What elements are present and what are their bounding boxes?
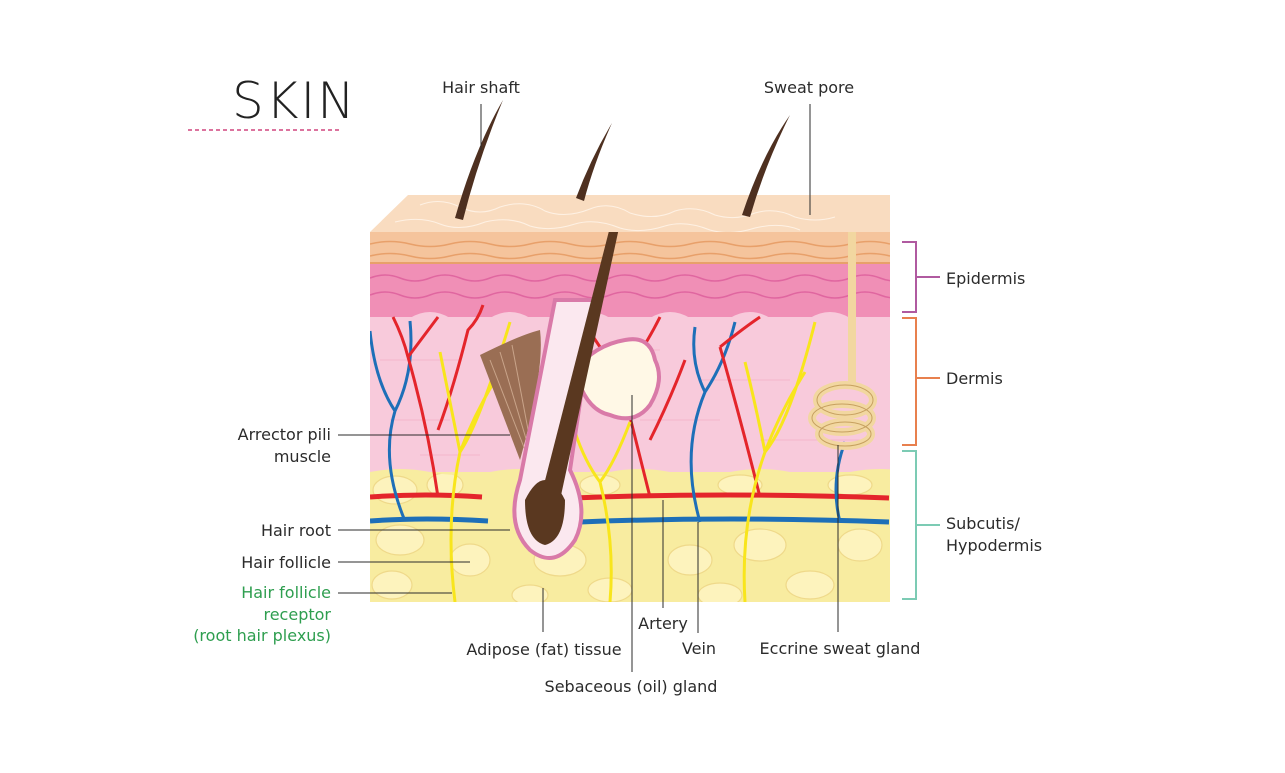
label-eccrine: Eccrine sweat gland xyxy=(760,639,921,658)
label-sebaceous: Sebaceous (oil) gland xyxy=(545,677,718,696)
label-receptor-2: receptor xyxy=(263,605,331,624)
artery-right xyxy=(572,492,890,501)
epidermis-dermis-boundary xyxy=(370,312,890,324)
layer-label-hypodermis: Hypodermis xyxy=(946,536,1042,555)
label-arrector-pili-1: Arrector pili xyxy=(238,425,331,444)
label-adipose: Adipose (fat) tissue xyxy=(466,640,621,659)
label-artery: Artery xyxy=(638,614,688,633)
diagram-title: SKIN xyxy=(232,72,357,130)
bracket-hypodermis xyxy=(902,450,940,600)
label-arrector-pili-2: muscle xyxy=(274,447,331,466)
hair-left xyxy=(455,100,503,220)
label-hair-root: Hair root xyxy=(261,521,331,540)
artery-left xyxy=(370,492,483,500)
arrector-pili xyxy=(480,330,541,460)
layer-label-subcutis: Subcutis/ xyxy=(946,514,1020,533)
label-hair-follicle: Hair follicle xyxy=(241,553,331,572)
layer-label-dermis: Dermis xyxy=(946,369,1003,388)
bracket-dermis xyxy=(902,317,940,446)
hair-mid xyxy=(576,123,612,201)
epidermis-waves xyxy=(370,274,890,299)
bracket-epidermis xyxy=(902,241,940,313)
vein-right xyxy=(579,516,890,525)
label-vein: Vein xyxy=(682,639,716,658)
epidermis-pink-layer xyxy=(370,262,890,317)
stratum-waves xyxy=(370,240,890,260)
label-hair-shaft: Hair shaft xyxy=(442,78,520,97)
vein-left xyxy=(370,516,489,524)
stratum-corneum-layer xyxy=(370,232,890,264)
label-sweat-pore: Sweat pore xyxy=(764,78,854,97)
label-receptor-3: (root hair plexus) xyxy=(193,626,331,645)
leader-lines xyxy=(338,104,839,672)
hair-right xyxy=(742,115,790,217)
layer-label-epidermis: Epidermis xyxy=(946,269,1025,288)
sebaceous-gland xyxy=(572,337,661,421)
label-receptor-1: Hair follicle xyxy=(241,583,331,602)
hair-shaft-main xyxy=(540,232,619,500)
